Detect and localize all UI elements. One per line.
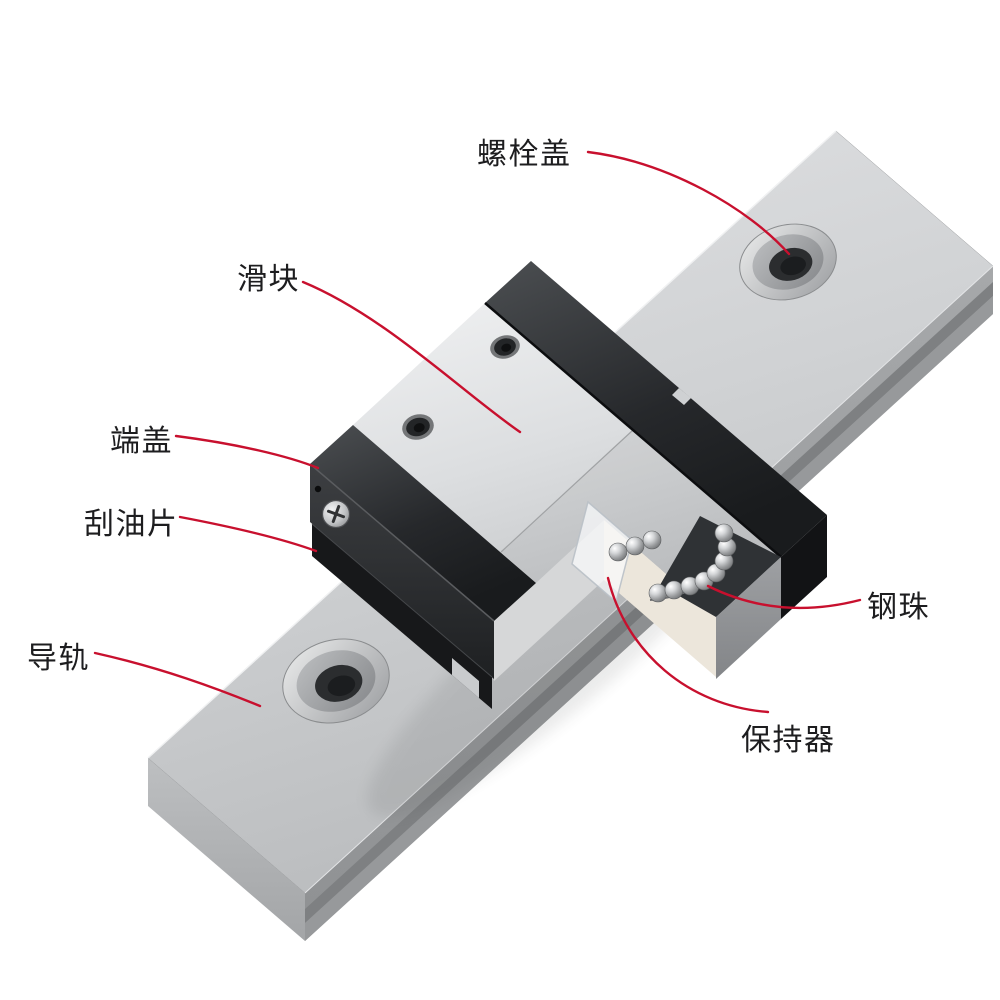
end-cap-near-edge [309,463,495,622]
phillips-slot-icon [326,504,346,524]
slider-top-face [353,303,781,617]
leader-end-cap [174,434,320,470]
leader-steel-ball [706,584,862,610]
label-oil-scraper: 刮油片 [84,508,179,541]
block-right-side [716,557,781,679]
label-guide-rail: 导轨 [27,642,90,675]
end-cap-far-seam [484,302,782,558]
label-slider: 滑块 [237,263,300,296]
mount-hole-2 [402,414,434,440]
end-cap-screw [321,499,351,529]
steel-ball [648,583,668,603]
top-face-seam [500,429,634,553]
end-cap-near-front [310,464,494,679]
wiper-notch [452,658,479,698]
label-bolt-cover: 螺栓盖 [477,138,572,171]
end-cap-near-top [310,425,536,621]
label-end-cap: 端盖 [110,425,173,458]
rail-end-face [148,758,305,941]
leader-bolt-cover [586,150,791,256]
slider-block-part [309,261,827,709]
steel-ball [625,536,645,556]
steel-ball [608,542,628,562]
leader-lines [93,150,862,714]
steel-ball [664,580,684,600]
wiper-front [312,524,492,709]
end-cap-far-notch [672,388,691,405]
bolt-hole-lower [282,638,390,724]
mount-hole-1 [490,335,520,359]
leader-oil-scraper [178,515,318,553]
label-steel-ball: 钢珠 [867,591,930,624]
oil-scraper-plate [311,523,493,709]
end-cap-far-top [485,261,827,557]
leader-retainer [606,576,770,714]
grease-port-hole [314,485,322,493]
end-cap-far-side [781,515,827,619]
leader-guide-rail [93,651,262,708]
leader-slider [301,280,522,434]
bolt-hole-upper [739,223,837,301]
steel-ball [714,523,734,543]
steel-ball [642,530,662,550]
end-cap-near [309,425,536,709]
end-cap-far [484,261,827,619]
wiper-seam [311,523,493,678]
label-retainer: 保持器 [741,724,836,757]
